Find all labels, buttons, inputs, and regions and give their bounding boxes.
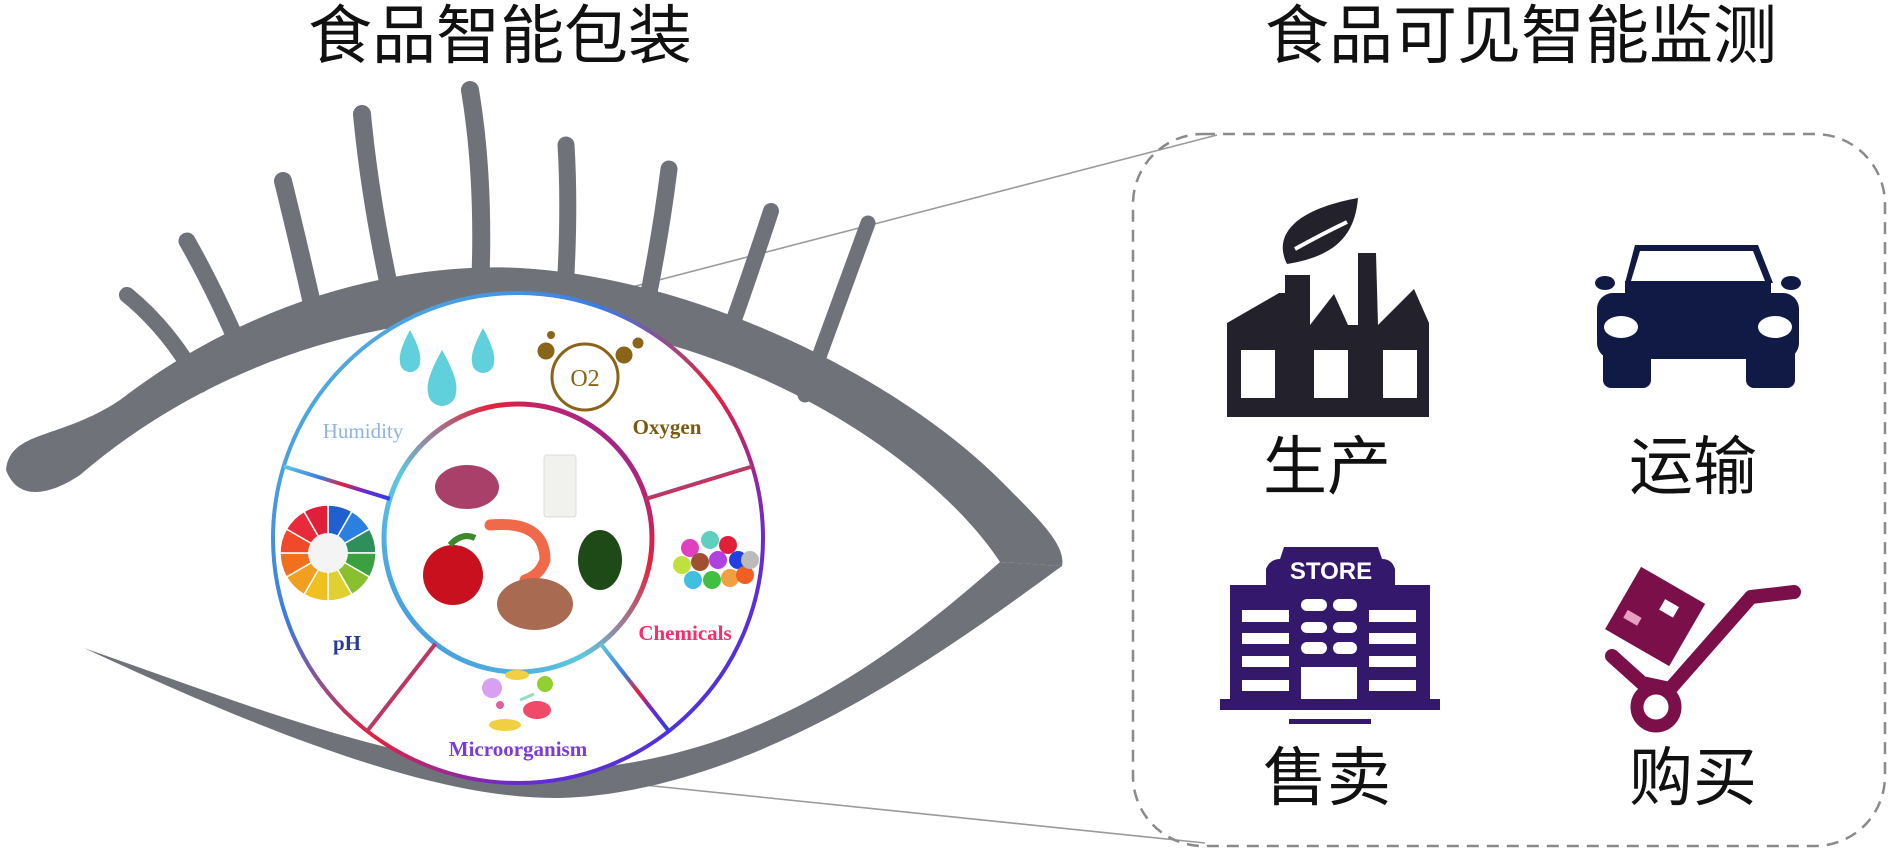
title-smart-packaging: 食品智能包装 xyxy=(308,0,692,74)
store-icon: STORE xyxy=(1220,547,1440,724)
car-icon xyxy=(1595,245,1801,388)
label-purchase: 购买 xyxy=(1629,742,1757,816)
ph-color-wheel-icon xyxy=(279,504,377,602)
oxygen-symbol: O2 xyxy=(570,366,599,392)
factory-icon xyxy=(1227,198,1429,417)
milk-glass-icon xyxy=(543,454,577,518)
apple-icon xyxy=(423,545,483,605)
segment-label-ph: pH xyxy=(333,631,361,655)
store-sign: STORE xyxy=(1290,558,1372,585)
microorganism-icon xyxy=(482,670,553,731)
chemical-ball xyxy=(709,551,727,569)
chemical-ball xyxy=(691,553,709,571)
cookies-icon xyxy=(497,578,573,630)
ph-wheel-center xyxy=(308,533,348,573)
trolley-icon xyxy=(1605,566,1801,733)
ring-divider xyxy=(645,464,753,501)
upper-eyelid xyxy=(6,267,1063,566)
ring-dividers xyxy=(283,293,753,733)
ring-divider xyxy=(283,464,391,501)
meat-icon xyxy=(435,465,499,509)
shrimp-icon xyxy=(484,518,551,586)
ring-divider xyxy=(598,642,671,733)
segment-label-chemicals: Chemicals xyxy=(638,621,731,645)
chemicals-icon xyxy=(673,531,759,589)
water-drops-icon xyxy=(399,328,495,406)
chemical-ball xyxy=(741,551,759,569)
oxygen-molecule-icon: O2 xyxy=(537,331,644,412)
segment-label-microorganism: Microorganism xyxy=(449,737,588,761)
connector-line-top xyxy=(577,134,1218,302)
segment-label-humidity: Humidity xyxy=(323,419,404,443)
lower-eyelid xyxy=(84,562,1062,799)
chemical-ball xyxy=(681,539,699,557)
chemical-ball xyxy=(703,571,721,589)
chemical-ball xyxy=(673,556,691,574)
label-production: 生产 xyxy=(1263,431,1391,505)
chemical-ball xyxy=(701,531,719,549)
label-sales: 售卖 xyxy=(1263,742,1391,816)
ring-divider xyxy=(365,642,438,733)
eye-illustration: O2 xyxy=(6,81,1063,799)
title-visible-monitoring: 食品可见智能监测 xyxy=(1265,0,1777,74)
food-items-icon xyxy=(423,454,622,630)
sensor-wheel: O2 xyxy=(271,291,765,785)
pepper-icon xyxy=(578,530,622,590)
chemical-ball xyxy=(736,566,754,584)
label-transport: 运输 xyxy=(1629,431,1757,505)
chemical-ball xyxy=(719,536,737,554)
chemical-ball xyxy=(684,571,702,589)
connector-line-bottom xyxy=(565,776,1206,844)
monitoring-panel xyxy=(1131,132,1887,848)
segment-label-oxygen: Oxygen xyxy=(633,415,702,439)
chemical-ball xyxy=(721,569,739,587)
